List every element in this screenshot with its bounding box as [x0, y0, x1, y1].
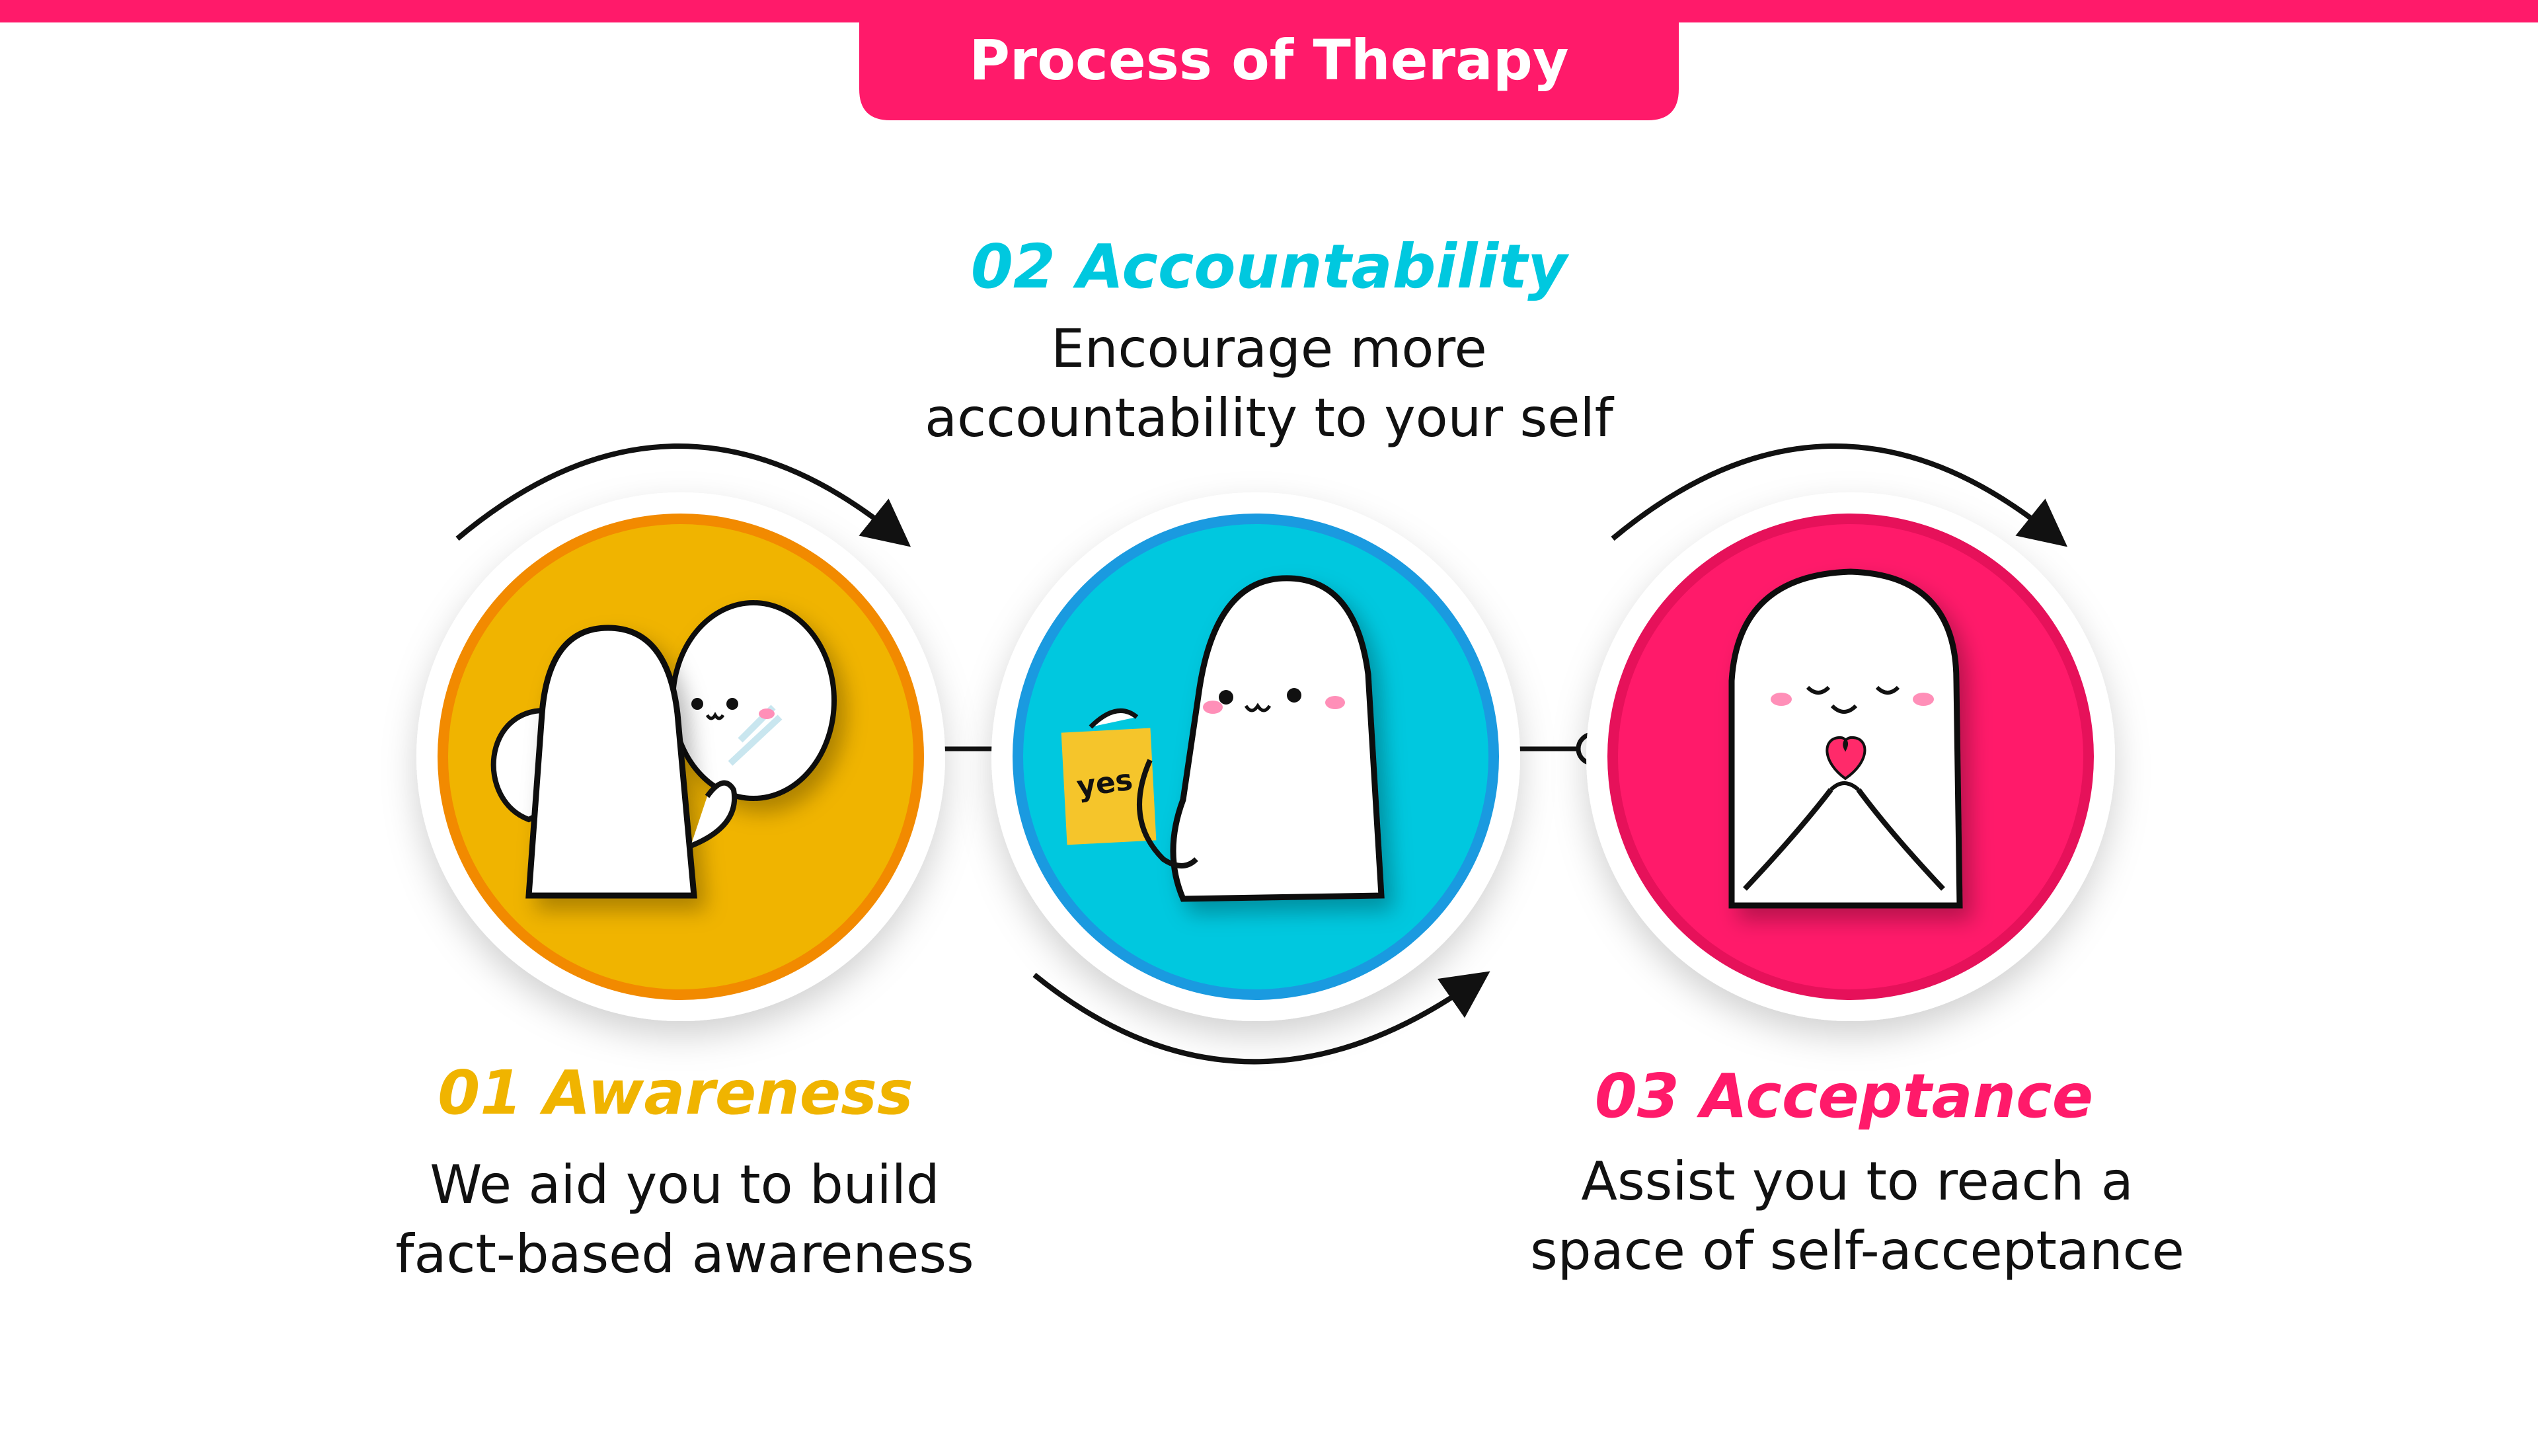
yes-note-text: yes [1075, 763, 1135, 804]
page-title: Process of Therapy [969, 28, 1568, 93]
step-desc-acceptance-line1: Assist you to reach a [1581, 1151, 2133, 1212]
step-title-accountability: 02 Accountability [971, 231, 1570, 302]
arrow-2-to-3 [1611, 443, 2068, 547]
step-desc-accountability-line2: accountability to your self [925, 387, 1615, 449]
title-tab: Process of Therapy [859, 13, 1679, 120]
arrow-1-to-2 [455, 443, 911, 547]
step-desc-awareness-line1: We aid you to build [430, 1154, 939, 1215]
heart-ghost-icon [1728, 568, 1963, 909]
heart-icon [1826, 736, 1866, 781]
mirror-ghost-icon [490, 600, 837, 899]
step-title-acceptance: 03 Acceptance [1595, 1061, 2093, 1131]
arrow-2-bottom [1032, 971, 1490, 1065]
step-desc-awareness-line2: fact-based awareness [395, 1223, 974, 1285]
step-title-awareness: 01 Awareness [438, 1057, 913, 1128]
step-desc-accountability-line1: Encourage more [1051, 318, 1486, 379]
step-desc-acceptance-line2: space of self-acceptance [1530, 1220, 2184, 1282]
yes-note-ghost-icon: yes [1061, 575, 1385, 902]
